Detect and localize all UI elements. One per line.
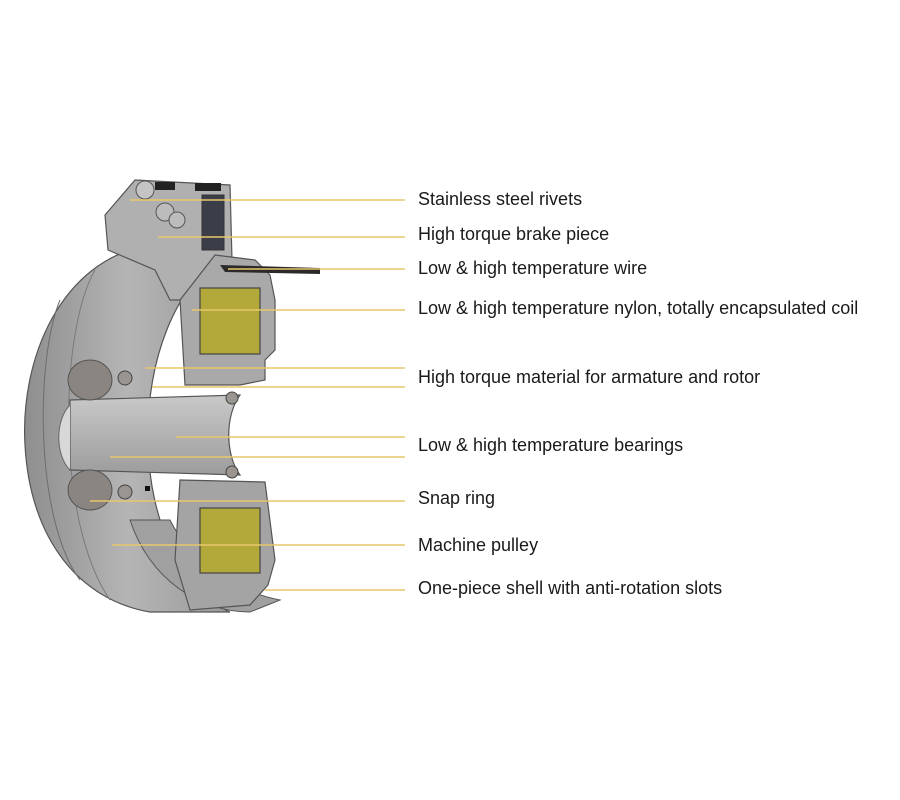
label-armature-rotor-material: High torque material for armature and ro… [418, 367, 761, 387]
label-one-piece-shell: One-piece shell with anti-rotation slots [418, 578, 723, 598]
label-machine-pulley: Machine pulley [418, 535, 539, 555]
label-stainless-steel-rivets: Stainless steel rivets [418, 189, 583, 209]
label-temperature-bearings: Low & high temperature bearings [418, 435, 684, 455]
label-snap-ring: Snap ring [418, 488, 496, 508]
coil-shape [199, 287, 261, 574]
hub-shape [58, 359, 242, 511]
label-temperature-wire: Low & high temperature wire [418, 258, 648, 278]
label-encapsulated-coil: Low & high temperature nylon, totally en… [418, 298, 859, 318]
label-high-torque-brake-piece: High torque brake piece [418, 224, 610, 244]
leader-lines [90, 199, 405, 591]
brake-piece-shape [104, 179, 233, 301]
